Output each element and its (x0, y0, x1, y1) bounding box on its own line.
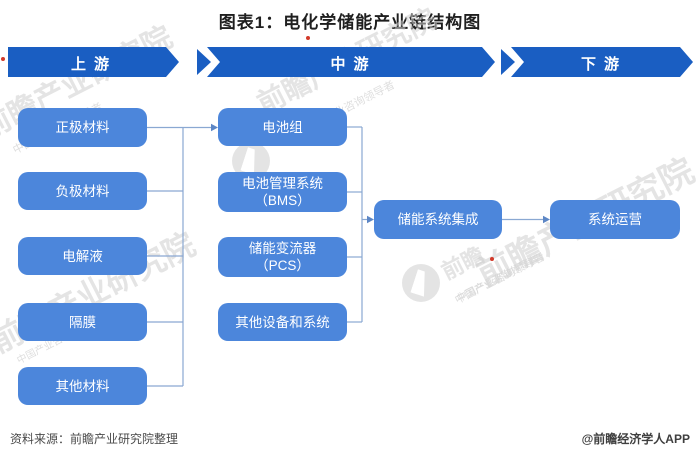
source-note: 资料来源：前瞻产业研究院整理 (10, 432, 179, 446)
upstream-connector-lines (147, 126, 211, 387)
node-power-conversion-system: 储能变流器 （PCS） (218, 237, 347, 277)
banner-separator-chevron-icon (501, 49, 515, 75)
banner-separator-chevron-icon (197, 49, 211, 75)
node-label: 电解液 (62, 248, 103, 264)
node-label-line1: 储能变流器 (248, 241, 317, 256)
node-other-materials: 其他材料 (18, 367, 147, 405)
banner-label-upstream: 上游 (70, 55, 117, 73)
node-other-equipment-systems: 其他设备和系统 (218, 303, 347, 341)
red-dot (490, 257, 494, 261)
node-label: 其他材料 (55, 378, 110, 394)
red-dot (306, 36, 310, 40)
node-system-operation: 系统运营 (550, 200, 680, 239)
figure-title: 图表1：电化学储能产业链结构图 (218, 13, 482, 32)
node-energy-storage-system-integration: 储能系统集成 (374, 200, 502, 239)
node-label: 储能系统集成 (397, 212, 479, 227)
node-label: 正极材料 (55, 120, 110, 135)
arrowhead-icon (211, 123, 218, 132)
node-label: 系统运营 (588, 212, 642, 227)
arrowhead-icon (543, 215, 550, 224)
midstream-connector-lines (347, 126, 367, 323)
node-label-line2: （BMS） (254, 193, 311, 208)
node-label-line1: 电池管理系统 (242, 176, 323, 191)
banner-shape-upstream (8, 47, 179, 77)
banner-label-midstream: 中游 (330, 55, 377, 73)
node-electrolyte: 电解液 (18, 237, 147, 275)
node-label: 隔膜 (69, 314, 96, 330)
node-negative-electrode-materials: 负极材料 (18, 172, 147, 210)
red-dot (1, 57, 5, 61)
node-positive-electrode-materials: 正极材料 (18, 108, 147, 147)
node-label: 电池组 (262, 119, 303, 135)
node-label-line2: （PCS） (255, 258, 310, 273)
banner-label-downstream: 下游 (580, 55, 627, 73)
node-separator-membrane: 隔膜 (18, 303, 147, 341)
node-label: 其他设备和系统 (235, 314, 330, 330)
banner-shape-midstream (207, 47, 495, 77)
arrowhead-icon (367, 215, 374, 224)
banner-shape-downstream (511, 47, 693, 77)
credit-note: @前瞻经济学人APP (581, 432, 690, 446)
node-label: 负极材料 (55, 183, 110, 199)
node-battery-pack: 电池组 (218, 108, 347, 146)
node-battery-management-system: 电池管理系统 （BMS） (218, 172, 347, 212)
